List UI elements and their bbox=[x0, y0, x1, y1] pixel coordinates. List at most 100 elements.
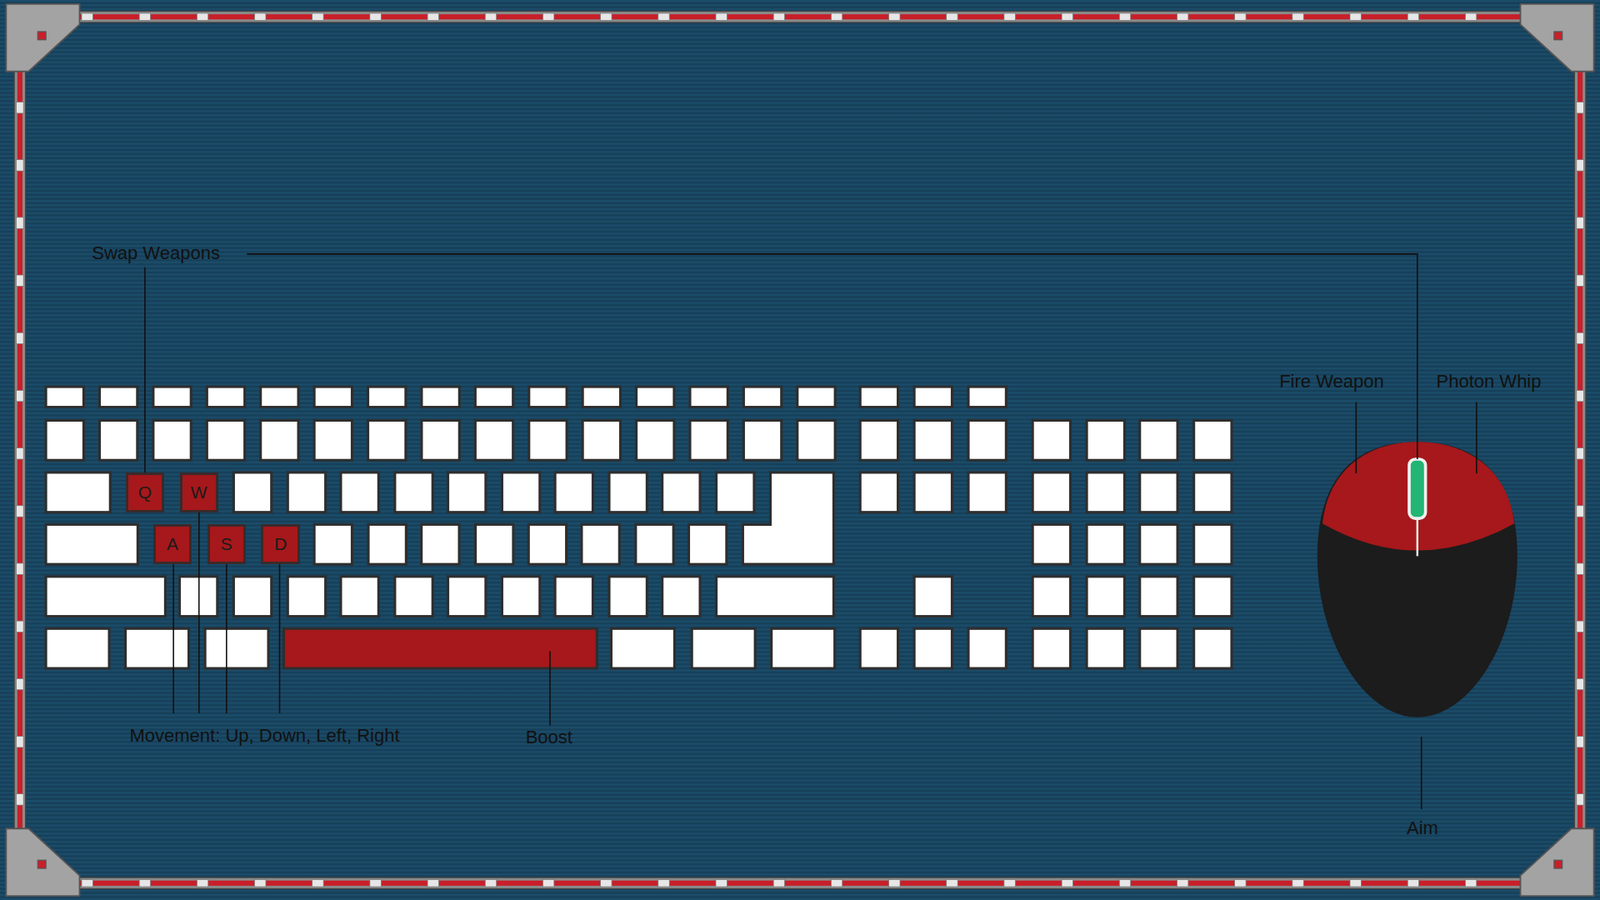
key bbox=[582, 420, 620, 460]
key bbox=[501, 576, 540, 617]
key bbox=[45, 472, 110, 513]
mouse-body bbox=[1317, 441, 1518, 718]
frame-rivet bbox=[715, 880, 727, 888]
frame-rivet bbox=[16, 217, 25, 229]
key bbox=[1194, 628, 1232, 669]
key bbox=[771, 628, 835, 669]
frame-rivet bbox=[1576, 101, 1585, 113]
key bbox=[260, 386, 299, 407]
frame-rivet bbox=[889, 13, 900, 21]
key bbox=[555, 472, 593, 513]
leader-line bbox=[1355, 401, 1358, 474]
frame-rivet bbox=[542, 880, 554, 888]
key bbox=[45, 576, 165, 617]
key bbox=[314, 420, 352, 460]
key bbox=[45, 420, 84, 460]
frame-rivet bbox=[255, 13, 266, 21]
key bbox=[635, 524, 674, 565]
key bbox=[860, 386, 898, 407]
key bbox=[1140, 628, 1178, 669]
key bbox=[582, 386, 620, 407]
frame-rivet bbox=[542, 13, 554, 21]
frame-rivet bbox=[16, 563, 25, 575]
key bbox=[260, 420, 299, 460]
key bbox=[1194, 472, 1232, 513]
frame-corner bbox=[5, 828, 80, 896]
frame-rivet bbox=[658, 880, 670, 888]
frame-rivet bbox=[889, 880, 900, 888]
key bbox=[860, 420, 898, 460]
key bbox=[206, 420, 245, 460]
frame-rivet bbox=[1235, 13, 1246, 21]
frame-rivet bbox=[1176, 880, 1188, 888]
frame-rivet bbox=[1350, 13, 1361, 21]
key bbox=[368, 524, 406, 565]
key bbox=[314, 386, 352, 407]
frame-rivet bbox=[658, 13, 670, 21]
frame-light bbox=[1554, 860, 1563, 869]
key bbox=[1194, 420, 1232, 460]
frame-rivet bbox=[1576, 794, 1585, 805]
frame-rivet bbox=[1004, 880, 1015, 888]
key bbox=[1032, 420, 1070, 460]
frame-rivet bbox=[139, 880, 150, 888]
key bbox=[475, 524, 514, 565]
frame-rivet bbox=[16, 332, 25, 344]
frame-rivet bbox=[16, 275, 25, 286]
key bbox=[287, 472, 325, 513]
key bbox=[340, 576, 379, 617]
key bbox=[860, 472, 898, 513]
key bbox=[662, 472, 700, 513]
frame bbox=[5, 4, 1594, 896]
key bbox=[1032, 628, 1070, 669]
frame-rivet bbox=[1576, 505, 1585, 517]
frame-rivet bbox=[1061, 880, 1073, 888]
control-label: Movement: Up, Down, Left, Right bbox=[130, 725, 400, 746]
key bbox=[797, 420, 835, 460]
frame-rivet bbox=[1465, 13, 1476, 21]
frame-corner bbox=[1520, 828, 1594, 896]
key bbox=[528, 524, 566, 565]
key bbox=[1086, 420, 1125, 460]
key bbox=[581, 524, 620, 565]
key bbox=[153, 386, 191, 407]
frame-rivet bbox=[16, 794, 25, 805]
key bbox=[1086, 524, 1125, 565]
frame-rivet bbox=[16, 390, 25, 401]
frame-rivet bbox=[1576, 448, 1585, 460]
frame-rivet bbox=[370, 880, 381, 888]
key-letter: W bbox=[190, 482, 208, 503]
frame-rivet bbox=[1576, 620, 1585, 632]
key bbox=[1140, 576, 1178, 617]
key bbox=[610, 628, 675, 669]
key bbox=[636, 420, 675, 460]
key bbox=[1086, 576, 1125, 617]
frame-rivet bbox=[600, 13, 612, 21]
frame-rivet bbox=[1119, 13, 1130, 21]
control-label: Aim bbox=[1406, 818, 1439, 839]
key-letter: S bbox=[220, 534, 233, 555]
frame-rivet bbox=[1576, 160, 1585, 171]
leader-line bbox=[172, 564, 175, 714]
key bbox=[448, 472, 486, 513]
frame-rivet bbox=[81, 880, 93, 888]
key bbox=[421, 420, 460, 460]
control-label: Photon Whip bbox=[1436, 371, 1542, 392]
frame-rivet bbox=[16, 678, 25, 690]
key bbox=[690, 420, 728, 460]
key bbox=[968, 420, 1006, 460]
key bbox=[968, 628, 1006, 669]
frame-rivet bbox=[1576, 390, 1585, 401]
key bbox=[914, 420, 952, 460]
frame-rivet bbox=[1576, 678, 1585, 690]
key bbox=[968, 472, 1006, 513]
frame-rivet bbox=[1576, 275, 1585, 286]
leader-line bbox=[549, 650, 551, 725]
leader-line bbox=[144, 267, 146, 473]
key bbox=[233, 472, 271, 513]
frame-rivet bbox=[16, 160, 25, 171]
key bbox=[555, 576, 593, 617]
control-label: Swap Weapons bbox=[91, 243, 220, 264]
key bbox=[125, 628, 190, 669]
